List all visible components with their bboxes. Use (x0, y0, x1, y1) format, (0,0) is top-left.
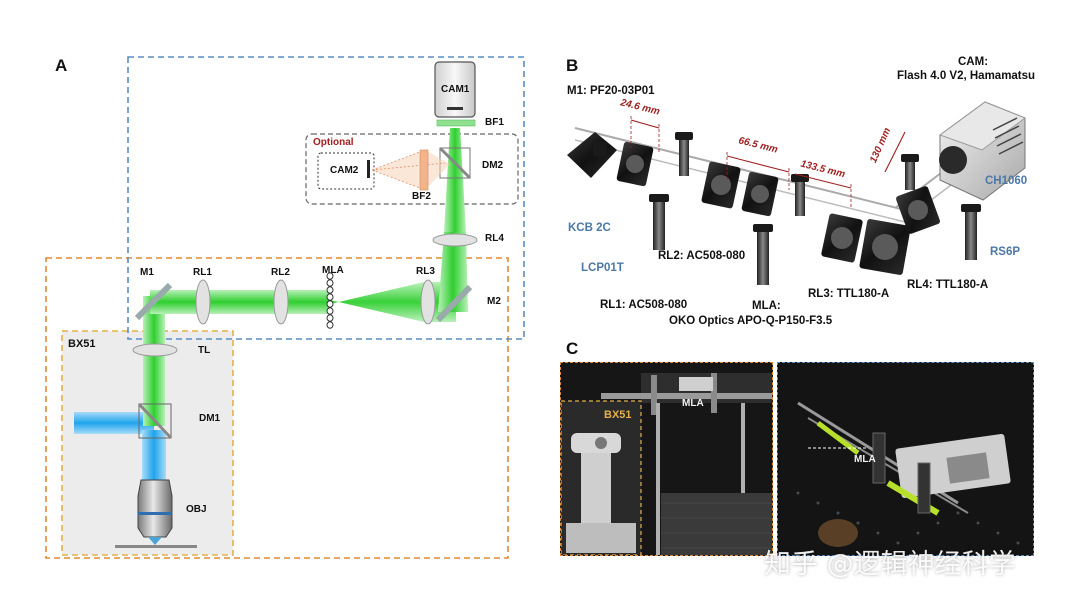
orange-dashed-box (45, 257, 509, 559)
label-ch1060: CH1060 (985, 175, 1028, 187)
label-mla-model: OKO Optics APO-Q-P150-F3.5 (669, 315, 833, 327)
label-cam-model: Flash 4.0 V2, Hamamatsu (897, 70, 1036, 82)
rl1-lens (195, 279, 211, 325)
label-rl1-part: RL1: AC508-080 (600, 299, 688, 311)
label-bf1: BF1 (485, 117, 504, 128)
label-kcb2c: KCB 2C (568, 222, 611, 234)
m1-mirror (134, 282, 173, 321)
label-rl2-part: RL2: AC508-080 (658, 250, 746, 262)
panel-label-a: A (55, 56, 68, 75)
photo-right (777, 362, 1034, 556)
label-optional: Optional (313, 137, 354, 148)
label-rl4-part: RL4: TTL180-A (907, 279, 989, 291)
watermark-text: 知乎 @逻辑神经科学 (764, 549, 1016, 580)
label-lcp01t: LCP01T (581, 262, 624, 274)
label-rl3-part: RL3: TTL180-A (808, 288, 890, 300)
objective (137, 479, 173, 538)
excitation-beam (74, 412, 154, 434)
label-m2: M2 (487, 296, 501, 307)
label-cam-title: CAM: (958, 56, 989, 68)
m2-mirror (435, 284, 473, 323)
blue-dashed-box (127, 56, 525, 340)
bf2-filter (419, 149, 429, 191)
emission-beam-horizontal (150, 290, 330, 314)
optional-box (305, 133, 519, 205)
panel-label-b: B (566, 56, 579, 75)
label-cam1: CAM1 (441, 84, 470, 95)
optical-path-diagram (45, 56, 525, 559)
label-rl3: RL3 (416, 266, 435, 277)
label-mla-part: MLA: (752, 300, 781, 312)
label-rl1: RL1 (193, 267, 212, 278)
rl4-lens (432, 233, 478, 247)
label-tl: TL (198, 345, 211, 356)
tl-lens (132, 343, 178, 357)
emission-beam-vertical (143, 296, 165, 426)
photo-label-bx51: BX51 (604, 409, 632, 421)
label-rl2: RL2 (271, 267, 290, 278)
label-bx51: BX51 (68, 338, 96, 350)
rl2-lens (273, 279, 289, 325)
sample-stage (115, 545, 197, 548)
mla-array (326, 272, 334, 329)
label-dm1: DM1 (199, 413, 221, 424)
label-obj: OBJ (186, 504, 207, 515)
label-bf2: BF2 (412, 191, 431, 202)
photo-label-mla-left: MLA (682, 398, 704, 409)
label-rs6p: RS6P (990, 246, 1021, 258)
hardware-render (567, 101, 1027, 285)
photo-left (560, 362, 773, 556)
label-rl4: RL4 (485, 233, 504, 244)
rl3-lens (420, 279, 436, 325)
label-m1-part: M1: PF20-03P01 (567, 85, 655, 97)
label-dm2: DM2 (482, 160, 504, 171)
dm1-mirror (137, 402, 173, 440)
label-mla: MLA (322, 265, 344, 276)
cam1-body (434, 61, 476, 118)
dm2-mirror (438, 146, 472, 180)
label-m1: M1 (140, 267, 154, 278)
panel-label-c: C (566, 339, 579, 358)
cam2-body (317, 152, 375, 190)
bf1-filter (436, 119, 476, 127)
label-cam2: CAM2 (330, 165, 359, 176)
photo-label-mla-right: MLA (854, 454, 876, 465)
